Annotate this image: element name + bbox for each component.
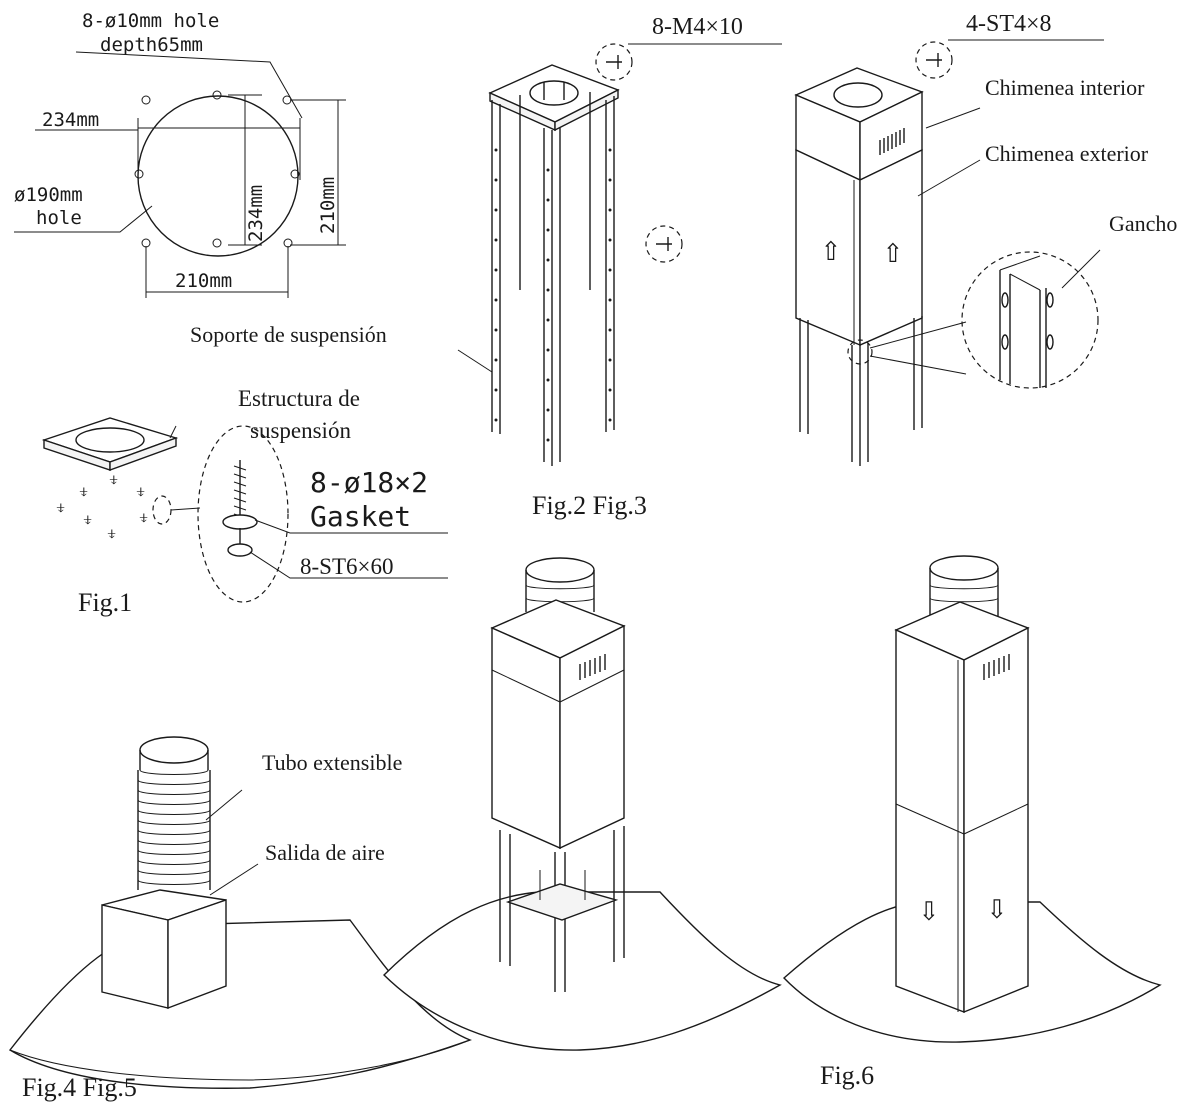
fig3-screw-spec: 4-ST4×8 <box>966 11 1052 37</box>
fig2-fig3-caption: Fig.2 Fig.3 <box>532 491 647 520</box>
dim-234-horizontal: 234mm <box>42 109 99 131</box>
fig4-fig5-caption: Fig.4 Fig.5 <box>22 1073 137 1102</box>
fig1-bracket: ⍖ ⍖ ⍖ ⍖ ⍖ ⍖ ⍖ Estructura de suspensión 8… <box>41 386 448 617</box>
center-hole-circle <box>137 95 299 257</box>
hood-canopy <box>8 919 472 1089</box>
bracket-label-1: Estructura de <box>238 386 360 411</box>
fig1-hole-template: 8-ø10mm hole depth65mm 234mm 234mm 210mm… <box>14 10 346 298</box>
svg-text:⍖: ⍖ <box>82 509 94 531</box>
svg-text:⍖: ⍖ <box>135 481 147 503</box>
frame-leg-holes <box>494 148 612 442</box>
chimney-right-fig6 <box>963 626 1029 1014</box>
chimney-left-fig6 <box>895 628 965 1014</box>
holes-top-label: 8-ø10mm hole <box>82 10 219 32</box>
outer-chimney-label: Chimenea exterior <box>985 141 1149 166</box>
fig2-suspension-frame: 8-M4×10 Soporte de suspensión Fig.2 Fig.… <box>190 14 782 520</box>
fig3-chimney: ⇧ ⇧ 4-ST4×8 Chimenea interior Chimenea e… <box>794 11 1177 466</box>
gasket-spec: 8-ø18×2 <box>310 466 428 499</box>
hook-label: Gancho <box>1109 211 1177 236</box>
holes-depth-label: depth65mm <box>100 34 203 56</box>
mounting-holes <box>134 90 300 248</box>
screw-zoom-circle <box>197 425 289 603</box>
flex-tube <box>137 736 211 890</box>
fig4-base: Tubo extensible Salida de aire Fig.4 Fig… <box>8 736 472 1102</box>
support-label: Soporte de suspensión <box>190 322 387 347</box>
bracket-plate <box>41 417 179 463</box>
screw-set: ⍖ ⍖ ⍖ ⍖ ⍖ ⍖ ⍖ <box>55 469 150 545</box>
gasket-label: Gasket <box>310 500 411 533</box>
center-hole-label-2: hole <box>36 207 82 229</box>
screw-spec: 8-ST6×60 <box>300 554 393 579</box>
bracket-label-2: suspensión <box>250 418 351 443</box>
hook-zoom-circle <box>961 251 1099 389</box>
fig6-caption: Fig.6 <box>820 1061 874 1090</box>
down-arrow-icon-left: ⇩ <box>918 897 940 926</box>
svg-text:⍖: ⍖ <box>138 507 150 529</box>
center-hole-label: ø190mm <box>14 184 83 206</box>
fig1-caption: Fig.1 <box>78 588 132 617</box>
motor-box-right <box>167 899 227 1010</box>
svg-text:⍖: ⍖ <box>108 469 120 491</box>
tube-label: Tubo extensible <box>262 750 402 775</box>
fig2-screw-spec: 8-M4×10 <box>652 14 743 40</box>
fig5-assembly <box>383 557 782 1051</box>
motor-box-left <box>101 904 169 1009</box>
down-arrow-icon-right: ⇩ <box>986 895 1008 924</box>
dim-210-vertical: 210mm <box>317 177 339 234</box>
hood-canopy-fig5 <box>383 891 782 1051</box>
frame-top-plate <box>488 64 620 123</box>
inner-chimney-label: Chimenea interior <box>985 75 1145 100</box>
svg-text:⍖: ⍖ <box>55 497 67 519</box>
fig6-assembly: ⇩ ⇩ Fig.6 <box>782 555 1162 1090</box>
chimney-right-fig5 <box>559 624 625 850</box>
svg-text:⍖: ⍖ <box>106 523 118 545</box>
chimney-left-fig5 <box>491 626 561 850</box>
big-screw <box>222 460 258 557</box>
frame-legs <box>491 92 615 466</box>
outlet-label: Salida de aire <box>265 840 385 865</box>
dim-234-vertical: 234mm <box>245 185 267 242</box>
dim-210-horizontal: 210mm <box>175 270 232 292</box>
svg-text:⍖: ⍖ <box>78 481 90 503</box>
up-arrow-icon-left: ⇧ <box>820 237 842 266</box>
up-arrow-icon-right: ⇧ <box>882 239 904 268</box>
